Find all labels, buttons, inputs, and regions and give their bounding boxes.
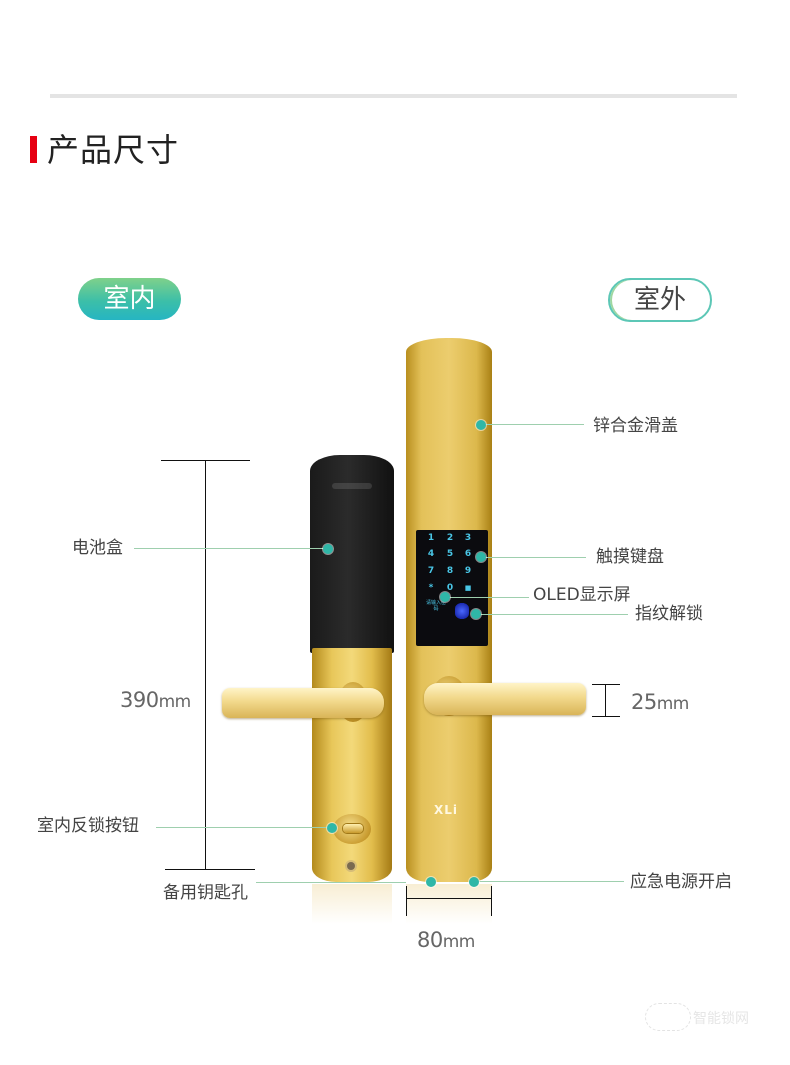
top-divider — [50, 94, 737, 98]
indoor-handle — [222, 688, 384, 718]
callout-dot — [469, 877, 479, 887]
indoor-reflection — [312, 884, 392, 924]
handle-dim-top-cap — [592, 684, 620, 685]
callout-dot — [327, 823, 337, 833]
leader-emergency-power — [474, 881, 624, 882]
callout-dot — [440, 592, 450, 602]
outdoor-badge: 室外 — [608, 278, 712, 322]
leader-fingerprint — [476, 614, 628, 615]
width-dimension-label: 80mm — [417, 928, 475, 952]
battery-box-cover — [310, 455, 394, 653]
outdoor-handle — [424, 683, 586, 715]
watermark-text: 智能锁网 — [693, 1011, 749, 1027]
leader-battery-box — [134, 548, 328, 549]
width-dim-right-cap — [491, 886, 492, 916]
oled-display-text: 请输入密码 — [425, 600, 446, 612]
callout-dot — [476, 552, 486, 562]
callout-dot — [471, 609, 481, 619]
title-accent-bar — [30, 136, 37, 163]
fingerprint-sensor-icon — [455, 602, 469, 620]
leader-oled — [445, 597, 529, 598]
keypad-key: ■ — [464, 584, 472, 592]
leader-spare-keyhole — [256, 882, 406, 883]
leader-indoor-lock-button — [156, 827, 332, 828]
keypad-key: 5 — [446, 549, 454, 559]
keypad-key: 2 — [446, 533, 454, 543]
leader-touch-keypad — [481, 557, 586, 558]
callout-dot — [323, 544, 333, 554]
label-spare-keyhole: 备用钥匙孔 — [163, 883, 248, 903]
indoor-lock-button — [333, 814, 371, 844]
handle-dim-line — [605, 684, 606, 717]
page-title: 产品尺寸 — [47, 131, 180, 169]
label-oled-display: OLED显示屏 — [533, 585, 631, 605]
keypad-key: 8 — [446, 566, 454, 576]
width-dim-left-cap — [406, 886, 407, 916]
callout-dot — [426, 877, 436, 887]
callout-dot — [476, 420, 486, 430]
handle-dim-bottom-cap — [592, 716, 620, 717]
label-battery-box: 电池盒 — [72, 538, 123, 558]
height-dim-bottom-cap — [165, 869, 255, 870]
watermark-cloud-icon — [645, 1003, 691, 1031]
indoor-badge: 室内 — [78, 278, 181, 320]
keypad-key: 4 — [427, 549, 435, 559]
brand-logo: XLi — [434, 803, 459, 817]
keypad-key: 6 — [464, 549, 472, 559]
height-dimension-label: 390mm — [120, 688, 191, 712]
spare-keyhole — [347, 862, 355, 870]
outdoor-reflection — [406, 884, 492, 924]
keypad-key: 3 — [464, 533, 472, 543]
keypad-key: 7 — [427, 566, 435, 576]
touch-keypad-panel: 1 2 3 4 5 6 7 8 9 * 0 ■ — [416, 530, 488, 646]
leader-zinc-cover — [481, 424, 584, 425]
keypad-key: 0 — [446, 583, 454, 593]
label-indoor-lock-button: 室内反锁按钮 — [37, 816, 139, 836]
keypad-key: 1 — [427, 533, 435, 543]
handle-thickness-label: 25mm — [631, 690, 689, 714]
label-fingerprint-unlock: 指纹解锁 — [635, 604, 703, 624]
keypad-key: 9 — [464, 566, 472, 576]
label-emergency-power: 应急电源开启 — [630, 872, 732, 892]
keypad-key: * — [428, 583, 434, 593]
label-touch-keypad: 触摸键盘 — [596, 547, 664, 567]
height-dim-line — [205, 460, 206, 870]
label-zinc-alloy-cover: 锌合金滑盖 — [593, 416, 678, 436]
width-dim-line — [406, 898, 492, 899]
